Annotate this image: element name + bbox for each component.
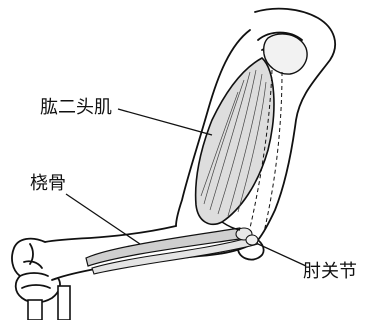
biceps-label: 肱二头肌 [40, 98, 112, 118]
biceps-muscle [196, 58, 282, 232]
radius-label: 桡骨 [30, 174, 66, 194]
elbow-joint-label: 肘关节 [303, 262, 357, 282]
elbow-leader-line [258, 244, 306, 266]
biceps-leader-line [118, 109, 212, 135]
hand [12, 239, 60, 303]
humerus-head [264, 34, 307, 74]
